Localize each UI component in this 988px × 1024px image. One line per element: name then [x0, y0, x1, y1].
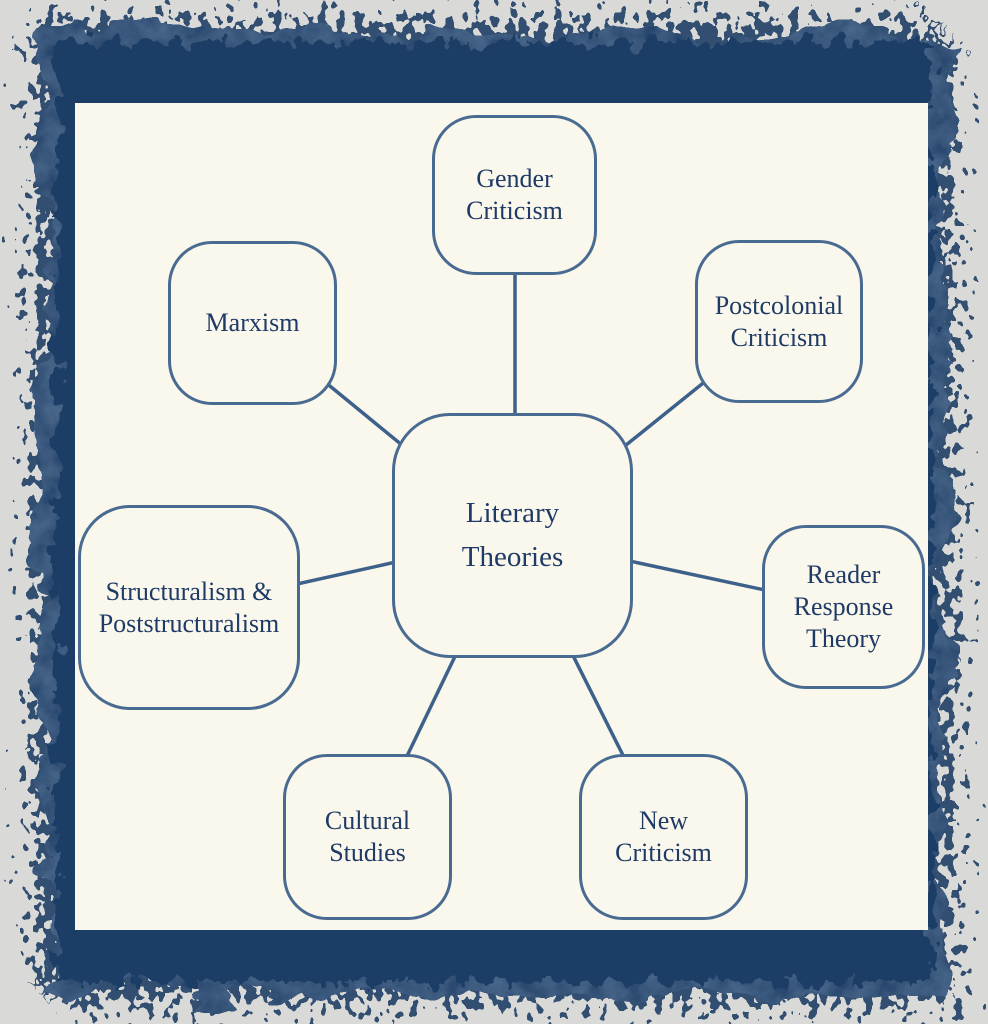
node-marxism: Marxism	[168, 241, 337, 405]
node-marxism-label: Marxism	[205, 308, 300, 338]
node-gender-criticism-label: Gender Criticism	[466, 164, 563, 225]
node-postcolonial-criticism: Postcolonial Criticism	[695, 240, 863, 403]
node-cultural-studies: Cultural Studies	[283, 754, 452, 920]
node-structuralism-poststructuralism-label: Structuralism & Poststructuralism	[98, 576, 280, 638]
node-cultural-studies-label: Cultural Studies	[324, 806, 411, 867]
node-literary-theories-label: Literary Theories	[461, 497, 564, 573]
node-reader-response-theory-label: Reader Response Theory	[793, 560, 894, 653]
node-literary-theories: Literary Theories	[392, 413, 633, 658]
node-structuralism-poststructuralism: Structuralism & Poststructuralism	[78, 505, 300, 710]
node-new-criticism: New Criticism	[579, 754, 748, 920]
node-postcolonial-criticism-label: Postcolonial Criticism	[714, 290, 844, 352]
node-gender-criticism: Gender Criticism	[432, 115, 597, 275]
node-reader-response-theory: Reader Response Theory	[762, 525, 925, 689]
node-new-criticism-label: New Criticism	[615, 806, 712, 867]
